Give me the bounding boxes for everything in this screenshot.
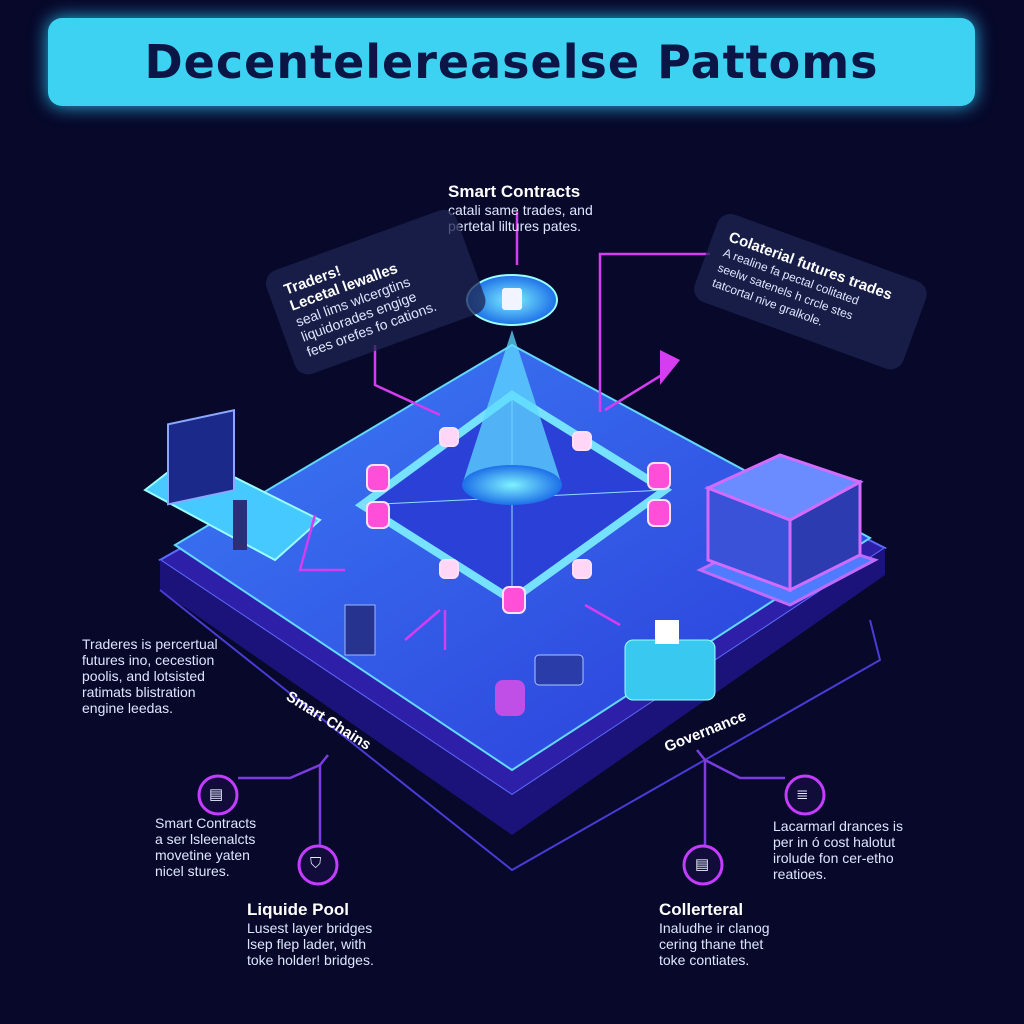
item-line: movetine yaten (155, 847, 250, 863)
item-line: lsep flep lader, with (247, 936, 367, 952)
item-line: Smart Contracts (155, 815, 257, 831)
desc-line: ratimats blistration (82, 684, 196, 700)
label-title: Smart Contracts (448, 182, 581, 201)
item-line: irolude fon cer-etho (773, 850, 894, 866)
document-icon: ▤ (695, 856, 710, 873)
item-title: Liquide Pool (247, 900, 349, 919)
item-line: Lacarmarl drances is (773, 818, 903, 834)
server-icon (344, 604, 376, 656)
desc-line: Traderes is percertual (82, 636, 218, 652)
node-cylinders (366, 427, 671, 614)
laptop-screen (167, 409, 235, 506)
cursor-icon (660, 350, 680, 385)
item-line: cering thane thet (659, 936, 764, 952)
desc-line: poolis, and lotsisted (82, 668, 205, 684)
item-line: Inaludhe ir clanog (659, 920, 770, 936)
label-line: pertetal liltures pates. (448, 218, 582, 234)
desc-line: engine leedas. (82, 700, 174, 716)
trader-figure (233, 500, 247, 550)
item-line: toke holder! bridges. (247, 952, 374, 968)
stack-icon: ≣ (796, 786, 809, 803)
connector-lines (298, 212, 710, 650)
cube-icon (502, 288, 522, 310)
bottom-item-collateral: Collerteral Inaludhe ir clanog cering th… (659, 900, 770, 968)
shield-icon: ⛉ (310, 855, 322, 872)
contract-icon: ▤ (209, 786, 224, 803)
coin-stack (495, 680, 525, 716)
bottom-item-smart-contracts: Smart Contracts a ser lsleenalcts moveti… (155, 815, 256, 879)
bottom-item-lacarmarl: Lacarmarl drances is per in ó cost halot… (773, 818, 903, 882)
label-line: catali same trades, and (448, 202, 593, 218)
item-line: toke contiates. (659, 952, 750, 968)
item-line: a ser lsleenalcts (155, 831, 256, 847)
item-line: Lusest layer bridges (247, 920, 373, 936)
cube-icon (655, 620, 679, 644)
page-title: Decentelereaselse Pattoms (144, 35, 879, 89)
left-description: Traderes is percertual futures ino, cece… (82, 636, 218, 716)
central-cone (462, 330, 562, 485)
item-line: reatioes. (773, 866, 827, 882)
circuit-line (159, 589, 882, 872)
layer-stack (624, 639, 716, 701)
bottom-item-liquide-pool: Liquide Pool Lusest layer bridges lsep f… (247, 900, 374, 968)
title-banner: Decentelereaselse Pattoms (48, 18, 975, 106)
item-title: Collerteral (659, 900, 744, 919)
smart-contracts-label: Smart Contracts catali same trades, and … (448, 182, 593, 234)
item-line: nicel stures. (155, 863, 230, 879)
item-line: per in ó cost halotut (773, 834, 896, 850)
device-icon (534, 654, 584, 686)
desc-line: futures ino, cecestion (82, 652, 215, 668)
bottom-connectors (238, 749, 785, 845)
icon-circles (197, 774, 826, 886)
